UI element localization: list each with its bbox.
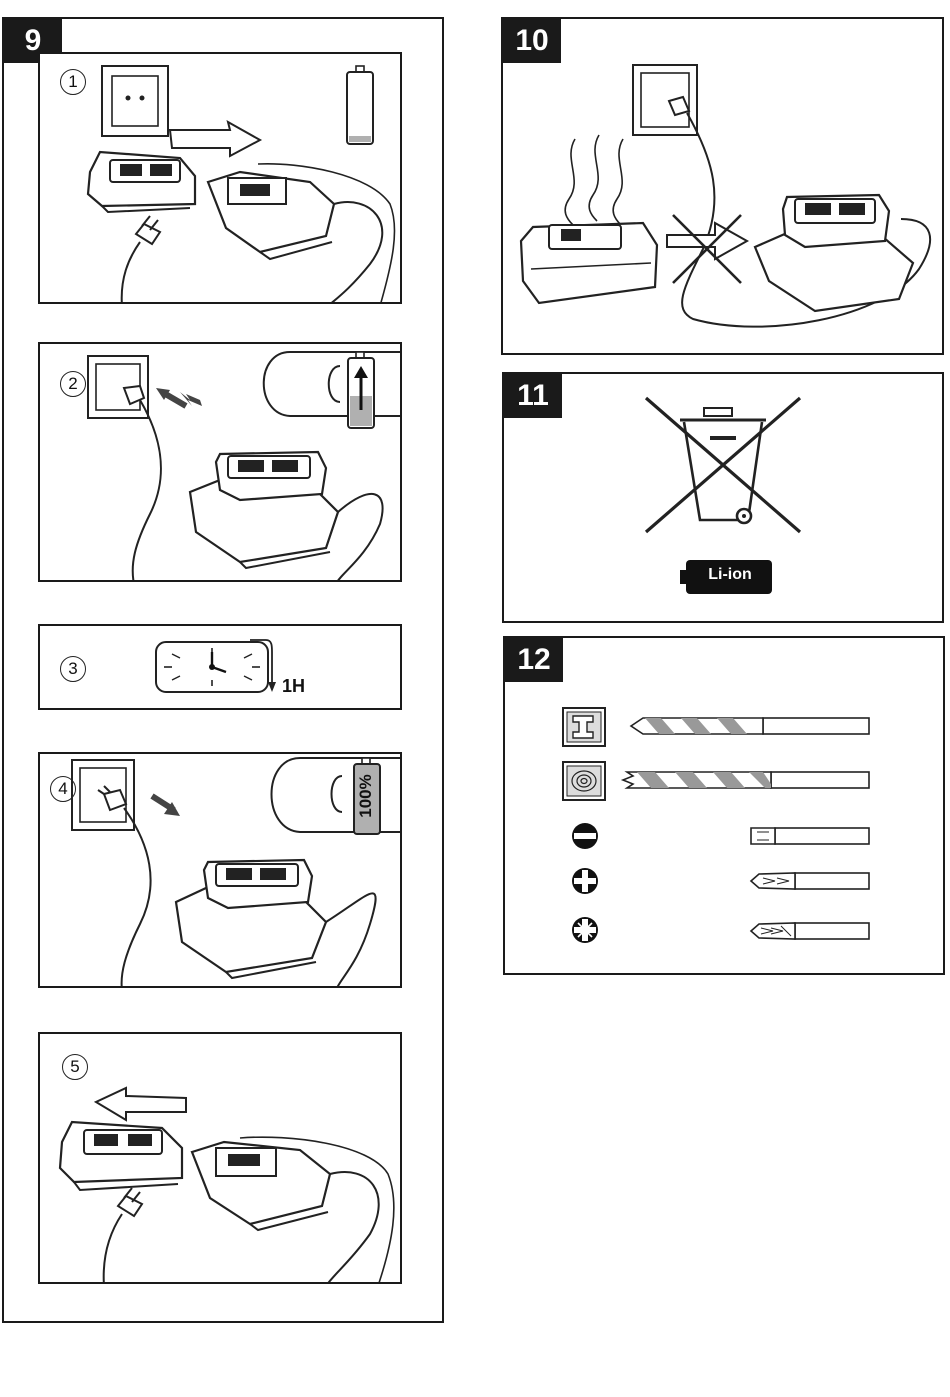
pozidriv-screw-icon [572, 917, 598, 943]
no-hot-battery-icon [503, 19, 946, 357]
wood-icon [563, 762, 605, 800]
phillips-screw-icon [572, 868, 598, 894]
charger-icon [208, 164, 395, 304]
figure-12-frame: 12 [503, 636, 945, 975]
left-arrow-icon [96, 1088, 186, 1120]
battery-pack-icon [88, 152, 195, 212]
empty-battery-icon [347, 66, 373, 144]
slotted-bit [751, 828, 869, 844]
step-2-panel: 2 [38, 342, 402, 582]
crossed-out-bin-icon [504, 374, 946, 625]
charger-with-battery-icon [190, 452, 383, 582]
charger-icon [192, 1137, 394, 1284]
li-ion-badge: Li-ion [690, 566, 770, 584]
plug-icon [122, 216, 160, 304]
charge-duration: 1H [282, 676, 305, 697]
plug-in-icon [88, 356, 202, 582]
clock-icon [40, 626, 402, 710]
figure-11-frame: 11 Li-ion [502, 372, 944, 623]
step-4-illustration [40, 754, 402, 988]
metal-drill-bit [631, 718, 869, 734]
wall-socket-icon [102, 66, 168, 136]
full-battery-icon [272, 758, 403, 834]
bits-illustration [505, 638, 947, 977]
step-5-panel: 5 [38, 1032, 402, 1284]
charger-with-battery-icon [176, 860, 376, 988]
battery-pack-icon [60, 1122, 182, 1190]
step-1-panel: 1 [38, 52, 402, 304]
wood-drill-bit [623, 772, 869, 788]
step-5-illustration [40, 1034, 402, 1284]
charging-battery-icon [264, 352, 402, 428]
full-charge-label: 100% [356, 774, 376, 818]
slotted-screw-icon [572, 823, 598, 849]
metal-icon [563, 708, 605, 746]
step-4-panel: 4 100% [38, 752, 402, 988]
phillips-bit [751, 873, 869, 889]
right-arrow-icon [170, 122, 260, 156]
step-1-illustration [40, 54, 402, 304]
figure-10-frame: 10 [501, 17, 944, 355]
step-2-illustration [40, 344, 402, 582]
unplug-icon [72, 760, 180, 988]
pozidriv-bit [751, 923, 869, 939]
plug-icon [104, 1188, 142, 1284]
step-3-panel: 3 1H [38, 624, 402, 710]
